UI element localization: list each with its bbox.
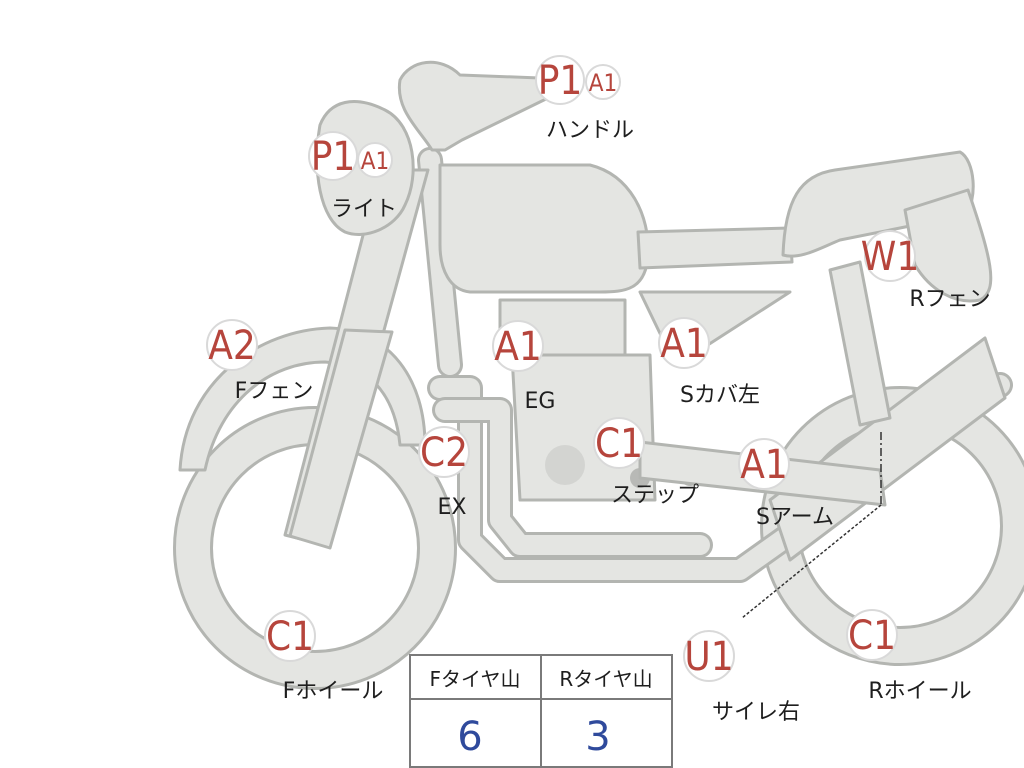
muffler-shape	[768, 336, 1007, 562]
tire-tread-table: Fタイヤ山 Rタイヤ山 6 3	[409, 654, 673, 768]
tag-exhaust[interactable]: C2 EX	[418, 426, 470, 520]
tag-muffler-right-caption: サイレ右	[712, 700, 800, 725]
callout-line	[741, 432, 882, 619]
tag-side-cover-left[interactable]: A1 Sカバ左	[658, 317, 760, 408]
tag-handle-caption: ハンドル	[546, 118, 634, 143]
fuel-tank-shape	[438, 163, 650, 294]
tag-rear-fender[interactable]: W1 Rフェン	[861, 230, 991, 312]
seat-shape	[781, 150, 975, 258]
frame-beam-shape	[636, 226, 794, 270]
table-header-rear-tire: Rタイヤ山	[559, 667, 652, 691]
tag-handle[interactable]: P1 A1 ハンドル	[535, 55, 634, 143]
tag-side-cover-left-code: A1	[660, 321, 708, 367]
handlebar-shape	[397, 60, 550, 152]
tag-front-fender[interactable]: A2 Fフェン	[206, 319, 314, 404]
tag-engine[interactable]: A1 EG	[492, 320, 556, 414]
tag-rear-fender-caption: Rフェン	[909, 287, 990, 312]
tag-front-fender-code: A2	[208, 323, 256, 369]
tag-swing-arm[interactable]: A1 Sアーム	[738, 438, 834, 530]
rear-shock-shape	[828, 260, 892, 427]
tag-exhaust-code: C2	[420, 430, 468, 476]
tag-engine-caption: EG	[525, 389, 556, 414]
tag-front-wheel-caption: Fホイール	[283, 679, 384, 704]
tag-front-fender-caption: Fフェン	[235, 379, 314, 404]
tag-light-caption: ライト	[331, 197, 397, 222]
tag-rear-fender-code: W1	[861, 234, 919, 280]
tag-side-cover-left-caption: Sカバ左	[680, 383, 760, 408]
table-value-rear-tire[interactable]: 3	[585, 714, 610, 760]
tag-light-code: P1	[311, 134, 356, 180]
tag-exhaust-caption: EX	[438, 495, 467, 520]
tag-rear-wheel-caption: Rホイール	[868, 679, 971, 704]
tag-step[interactable]: C1 ステップ	[593, 417, 699, 508]
tag-handle-code: P1	[538, 58, 583, 104]
fork-lower-shape	[288, 328, 394, 550]
tag-swing-arm-caption: Sアーム	[756, 505, 834, 530]
rear-fender-shape	[903, 188, 993, 303]
tag-muffler-right-code: U1	[684, 634, 733, 680]
tag-front-wheel[interactable]: C1 Fホイール	[264, 610, 384, 704]
tag-light-subcode: A1	[361, 147, 390, 175]
tag-step-code: C1	[595, 421, 643, 467]
tag-step-caption: ステップ	[611, 483, 699, 508]
tag-rear-wheel[interactable]: C1 Rホイール	[846, 609, 972, 704]
tag-handle-subcode: A1	[589, 69, 618, 97]
tag-rear-wheel-code: C1	[848, 613, 896, 659]
tag-engine-code: A1	[494, 324, 542, 370]
table-header-front-tire: Fタイヤ山	[430, 667, 521, 691]
motorcycle-body	[173, 60, 1024, 690]
frame-tube-shape	[417, 147, 463, 378]
tag-front-wheel-code: C1	[266, 614, 314, 660]
tag-muffler-right[interactable]: U1 サイレ右	[683, 630, 800, 725]
tag-swing-arm-code: A1	[740, 442, 788, 488]
tag-light[interactable]: P1 A1 ライト	[308, 131, 397, 222]
table-value-front-tire[interactable]: 6	[457, 714, 482, 760]
